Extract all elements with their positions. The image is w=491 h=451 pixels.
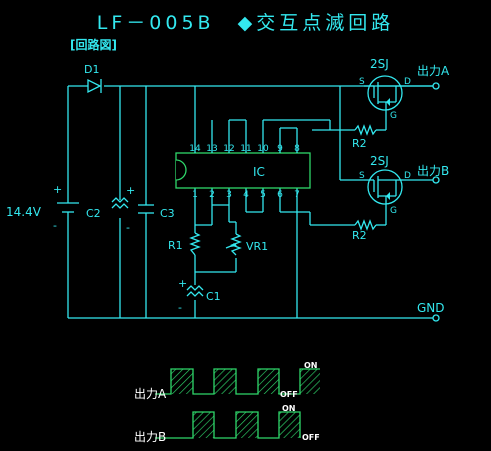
svg-text:2SJ: 2SJ: [370, 154, 389, 168]
page-title: LF－005B ◆交互点滅回路: [96, 12, 395, 34]
svg-text:IC: IC: [253, 165, 265, 179]
capacitor-c1: + - C1: [178, 277, 221, 314]
svg-text:VR1: VR1: [246, 240, 268, 253]
svg-text:R2: R2: [352, 229, 367, 242]
fet-bottom: 2SJ S D G: [359, 154, 411, 216]
off-label-b: OFF: [302, 433, 320, 442]
timing-label-a: 出力A: [134, 387, 167, 401]
svg-text:G: G: [390, 111, 397, 121]
svg-text:R1: R1: [168, 239, 183, 252]
off-label-a: OFF: [280, 390, 298, 399]
svg-text:G: G: [390, 206, 397, 216]
capacitor-c2: + - C2: [86, 184, 135, 234]
svg-text:-: -: [53, 219, 57, 232]
resistor-r1: R1: [168, 232, 201, 256]
schematic-subtitle: [回路図]: [70, 37, 117, 52]
ic-pin-label: 7: [294, 190, 300, 200]
ic-pin-label: 6: [277, 190, 283, 200]
svg-text:S: S: [359, 77, 365, 87]
svg-text:R2: R2: [352, 137, 367, 150]
diode-d1: D1: [84, 63, 102, 94]
svg-text:C1: C1: [206, 290, 221, 303]
battery-voltage-label: 14.4V: [6, 205, 42, 219]
svg-text:-: -: [178, 301, 182, 314]
svg-text:S: S: [359, 171, 365, 181]
on-label-a: ON: [304, 361, 318, 370]
svg-text:D: D: [404, 77, 411, 87]
svg-text:D: D: [404, 171, 411, 181]
svg-text:2SJ: 2SJ: [370, 57, 389, 71]
ic-pin-label: 1: [192, 190, 198, 200]
timing-label-b: 出力B: [134, 430, 166, 444]
output-a-label: 出力A: [417, 64, 450, 78]
wiring: [67, 85, 433, 319]
svg-text:+: +: [178, 277, 187, 290]
gnd-label: GND: [417, 301, 445, 315]
output-b-label: 出力B: [417, 164, 449, 178]
waveform-a: [155, 368, 320, 395]
output-terminals: 出力A 出力B GND: [417, 64, 450, 322]
battery: + - 14.4V: [6, 183, 79, 232]
svg-text:-: -: [126, 221, 130, 234]
svg-text:C3: C3: [160, 207, 175, 220]
waveform-b: [155, 411, 301, 439]
svg-text:+: +: [126, 184, 135, 197]
ic-pin-label: 2: [209, 190, 215, 200]
svg-text:C2: C2: [86, 207, 101, 220]
ic-pin-label: 3: [226, 190, 232, 200]
ic-pin-label: 4: [243, 190, 249, 200]
on-label-b: ON: [282, 404, 296, 413]
svg-text:D1: D1: [84, 63, 99, 76]
resistor-r2-bottom: R2: [352, 219, 377, 242]
resistor-r2-top: R2: [352, 124, 377, 150]
svg-text:+: +: [53, 183, 62, 196]
capacitor-c3: C3: [138, 204, 175, 220]
timing-chart: 出力A 出力B ON OFF ON OFF: [134, 361, 320, 444]
variable-resistor-vr1: VR1: [225, 233, 268, 256]
ic-pin-label: 5: [260, 190, 266, 200]
fet-top: 2SJ S D G: [359, 57, 411, 121]
